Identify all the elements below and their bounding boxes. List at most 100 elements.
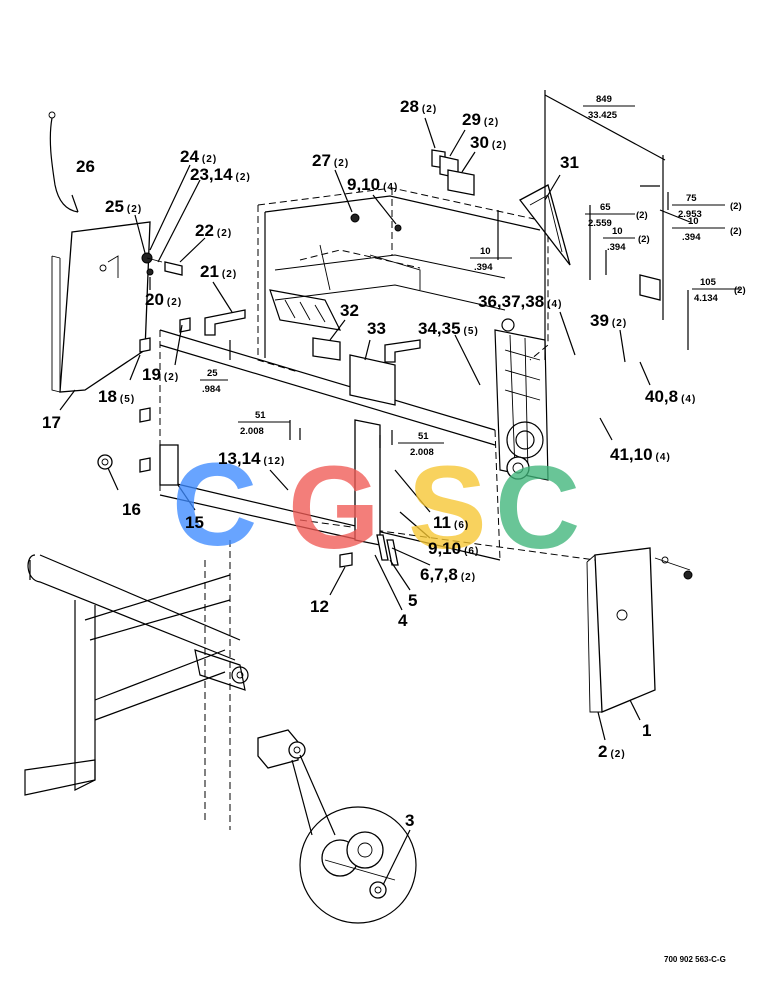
- callout-36-37-38-id: 36,37,38: [478, 292, 544, 311]
- leader-lines: [59, 117, 651, 886]
- decals-28-31: [431, 149, 661, 301]
- callout-22-count: (2): [217, 228, 232, 239]
- svg-text:39(2): 39(2): [590, 311, 627, 330]
- dimension-lines: [200, 90, 740, 448]
- svg-text:4: 4: [398, 611, 408, 630]
- callout-34-35-count: (5): [464, 326, 479, 337]
- callout-2-count: (2): [610, 749, 625, 760]
- callout-25-count: (2): [127, 204, 142, 215]
- watermark-letter-3: S: [408, 442, 487, 574]
- callout-9-10-top-id: 9,10: [347, 175, 380, 194]
- callout-4-id: 4: [398, 611, 408, 630]
- svg-text:24(2): 24(2): [180, 147, 217, 166]
- callout-16-id: 16: [122, 500, 141, 519]
- callout-29-id: 29: [462, 110, 481, 129]
- svg-text:1: 1: [642, 721, 651, 740]
- dim-75-count: (2): [730, 201, 742, 212]
- callout-9-10-lower-count: (6): [464, 546, 479, 557]
- svg-text:33: 33: [367, 319, 386, 338]
- dim-75-in: 2.953: [678, 209, 702, 220]
- callout-5-id: 5: [408, 591, 417, 610]
- svg-text:31: 31: [560, 153, 579, 172]
- watermark: C G S C: [172, 439, 580, 574]
- dim-65-mm: 65: [600, 202, 611, 213]
- callout-31-id: 31: [560, 153, 579, 172]
- svg-text:12: 12: [310, 597, 329, 616]
- brackets: [97, 309, 421, 486]
- callout-28-count: (2): [422, 104, 437, 115]
- svg-text:21(2): 21(2): [200, 262, 237, 281]
- callout-39-id: 39: [590, 311, 609, 330]
- dim-10c-in: .394: [474, 262, 493, 273]
- dim-849-mm: 849: [596, 94, 612, 105]
- dimension-labels: 849 33.425 75 2.953 (2) 65 2.559 (2) 10 …: [202, 94, 746, 458]
- svg-text:25(2): 25(2): [105, 197, 142, 216]
- callout-6-7-8-count: (2): [461, 572, 476, 583]
- svg-text:3: 3: [405, 811, 414, 830]
- callout-23-14-count: (2): [236, 172, 251, 183]
- svg-text:17: 17: [42, 413, 61, 432]
- callout-20-id: 20: [145, 290, 164, 309]
- svg-text:22(2): 22(2): [195, 221, 232, 240]
- svg-text:29(2): 29(2): [462, 110, 499, 129]
- callout-24-count: (2): [202, 154, 217, 165]
- callout-13-14-count: (12): [264, 456, 286, 467]
- callout-12-id: 12: [310, 597, 329, 616]
- dim-105-count: (2): [734, 285, 746, 296]
- svg-text:2(2): 2(2): [598, 742, 626, 761]
- callout-23-14-id: 23,14: [190, 165, 233, 184]
- dim-51b-mm: 51: [418, 431, 429, 442]
- callout-18-count: (5): [120, 394, 135, 405]
- callout-3-id: 3: [405, 811, 414, 830]
- dim-10a-count: (2): [638, 234, 650, 245]
- callout-9-10-top-count: (4): [383, 182, 398, 193]
- callout-2-id: 2: [598, 742, 607, 761]
- svg-text:32: 32: [340, 301, 359, 320]
- callout-6-7-8-id: 6,7,8: [420, 565, 458, 584]
- callout-13-14-id: 13,14: [218, 449, 261, 468]
- callout-32-id: 32: [340, 301, 359, 320]
- dim-105-mm: 105: [700, 277, 717, 288]
- svg-text:18(5): 18(5): [98, 387, 135, 406]
- callout-40-8-count: (4): [681, 394, 696, 405]
- watermark-letter-4: C: [495, 442, 580, 574]
- base-frame: [24, 554, 249, 796]
- callout-26-id: 26: [76, 157, 95, 176]
- svg-text:9,10(6): 9,10(6): [428, 539, 479, 558]
- dim-25-in: .984: [202, 384, 221, 395]
- panels-32-33: [312, 337, 396, 406]
- dim-25-mm: 25: [207, 368, 218, 379]
- svg-text:9,10(4): 9,10(4): [347, 175, 398, 194]
- svg-text:27(2): 27(2): [312, 151, 349, 170]
- svg-text:23,14(2): 23,14(2): [190, 165, 251, 184]
- lower-rail: [159, 329, 596, 830]
- callout-33-id: 33: [367, 319, 386, 338]
- callout-30-id: 30: [470, 133, 489, 152]
- svg-text:34,35(5): 34,35(5): [418, 319, 479, 338]
- dim-10c-mm: 10: [480, 246, 491, 257]
- callout-36-37-38-count: (4): [547, 299, 562, 310]
- callout-21-count: (2): [222, 269, 237, 280]
- dim-75-mm: 75: [686, 193, 697, 204]
- dim-849-in: 33.425: [588, 110, 618, 121]
- detail-3-magnifier: [257, 729, 417, 924]
- dim-51a-in: 2.008: [240, 426, 264, 437]
- callout-17-id: 17: [42, 413, 61, 432]
- watermark-letter-2: G: [288, 442, 380, 574]
- callout-34-35-id: 34,35: [418, 319, 461, 338]
- callout-20-count: (2): [167, 297, 182, 308]
- frame-box: [257, 187, 549, 373]
- dim-65-in: 2.559: [588, 218, 612, 229]
- callout-27-id: 27: [312, 151, 331, 170]
- splice-strap: [339, 419, 399, 568]
- callout-15-id: 15: [185, 513, 204, 532]
- svg-text:15: 15: [185, 513, 204, 532]
- drawing-code: 700 902 563-C-G: [664, 955, 726, 964]
- callout-41-10-count: (4): [656, 452, 671, 463]
- callout-41-10-id: 41,10: [610, 445, 653, 464]
- callout-18-id: 18: [98, 387, 117, 406]
- callout-19-id: 19: [142, 365, 161, 384]
- svg-text:11(6): 11(6): [433, 513, 469, 532]
- callout-27-count: (2): [334, 158, 349, 169]
